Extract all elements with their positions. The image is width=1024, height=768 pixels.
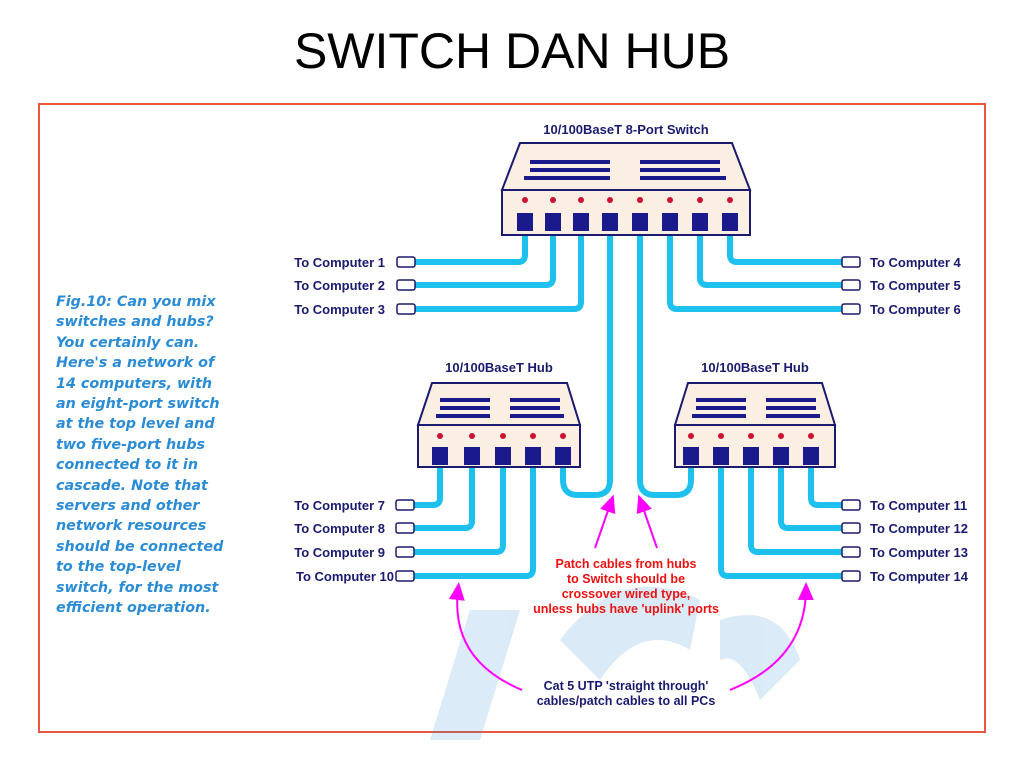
computer-label-3: To Computer 3 [294, 302, 385, 317]
rj45-plug-icon [841, 570, 861, 582]
computer-labels: To Computer 1 To Computer 2 To Computer … [294, 255, 969, 584]
computer-label-9: To Computer 9 [294, 545, 385, 560]
computer-label-13: To Computer 13 [870, 545, 968, 560]
caption-line: two five-port hubs [56, 436, 206, 453]
figure-frame [38, 103, 986, 733]
caption-line: at the top level and [56, 416, 215, 433]
slide-title: SWITCH DAN HUB [293, 23, 731, 79]
caption-line: servers and other [56, 498, 200, 515]
caption-line: 14 computers, with [56, 375, 213, 392]
computer-label-14: To Computer 14 [870, 569, 969, 584]
computer-label-7: To Computer 7 [294, 498, 385, 513]
patch-cable-note: Patch cables from hubs to Switch should … [533, 557, 719, 616]
caption-line: cascade. Note that [56, 477, 208, 494]
note-line: Cat 5 UTP 'straight through' [544, 679, 709, 693]
hub-ports [432, 447, 571, 465]
right-hub-device [673, 382, 837, 468]
connectors [395, 256, 861, 582]
cables [411, 232, 845, 579]
port-leds [437, 433, 566, 439]
computer-label-1: To Computer 1 [294, 255, 385, 270]
rj45-plug-icon [395, 499, 415, 511]
rj45-plug-icon [841, 499, 861, 511]
computer-label-11: To Computer 11 [870, 498, 967, 513]
port-leds [522, 197, 733, 203]
note-line: to Switch should be [567, 572, 685, 586]
hub-ports [683, 447, 819, 465]
caption-line: an eight-port switch [56, 396, 220, 413]
rj45-plug-icon [395, 546, 415, 558]
computer-label-6: To Computer 6 [870, 302, 961, 317]
rj45-plug-icon [841, 256, 861, 268]
rj45-plug-icon [841, 546, 861, 558]
annotation-arrows [448, 494, 814, 691]
caption-line: to the top-level [56, 559, 181, 576]
computer-label-5: To Computer 5 [870, 278, 961, 293]
rj45-plug-icon [395, 522, 415, 534]
note-line: unless hubs have 'uplink' ports [533, 602, 719, 616]
caption-line: connected to it in [56, 457, 198, 474]
note-line: crossover wired type, [562, 587, 691, 601]
watermark [430, 586, 800, 740]
computer-label-2: To Computer 2 [294, 278, 385, 293]
caption-line: switch, for the most [56, 579, 219, 596]
figure-caption: Fig.10: Can you mix switches and hubs? Y… [56, 292, 256, 619]
caption-line: should be connected [56, 538, 224, 555]
rj45-plug-icon [395, 570, 415, 582]
note-line: cables/patch cables to all PCs [537, 694, 716, 708]
left-hub-device [416, 382, 582, 468]
cat5-note: Cat 5 UTP 'straight through' cables/patc… [537, 679, 716, 708]
rj45-plug-icon [396, 303, 416, 315]
right-hub-label: 10/100BaseT Hub [701, 360, 809, 375]
computer-label-12: To Computer 12 [870, 521, 968, 536]
rj45-plug-icon [841, 279, 861, 291]
caption-line: switches and hubs? [56, 314, 214, 331]
computer-label-8: To Computer 8 [294, 521, 385, 536]
rj45-plug-icon [841, 303, 861, 315]
switch-device [500, 142, 752, 236]
caption-line: Here's a network of [56, 355, 215, 372]
caption-line: You certainly can. [56, 334, 200, 351]
rj45-plug-icon [396, 256, 416, 268]
rj45-plug-icon [841, 522, 861, 534]
computer-label-4: To Computer 4 [870, 255, 962, 270]
computer-label-10: To Computer 10 [296, 569, 394, 584]
switch-ports [517, 213, 738, 231]
rj45-plug-icon [396, 279, 416, 291]
caption-line: efficient operation. [56, 600, 211, 617]
left-hub-label: 10/100BaseT Hub [445, 360, 553, 375]
caption-line: Fig.10: Can you mix [56, 294, 216, 310]
caption-line: network resources [56, 518, 207, 535]
note-line: Patch cables from hubs [555, 557, 696, 571]
port-leds [688, 433, 814, 439]
switch-label: 10/100BaseT 8-Port Switch [543, 122, 709, 137]
